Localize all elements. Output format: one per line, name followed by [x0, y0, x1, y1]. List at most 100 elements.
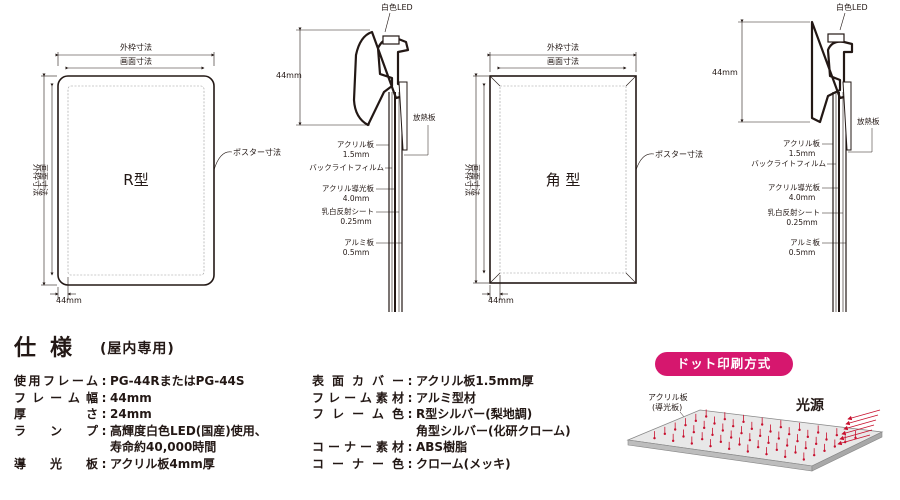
r-type-cross-section: 白色LED 44mm 放熱板 アクリル板 1.5mm バックライトフィルム アク…: [276, 2, 436, 312]
print-dot: [769, 430, 772, 433]
spec-row: 厚さ:24mm: [14, 406, 267, 423]
print-dot: [794, 451, 797, 454]
screen-size-label: 画面寸法: [120, 56, 152, 66]
spec-colon: :: [407, 374, 413, 388]
print-dot: [779, 425, 783, 429]
spec-value: アクリル板1.5mm厚: [416, 374, 534, 388]
print-dot: [777, 437, 781, 440]
print-dot: [671, 439, 675, 443]
print-dot: [731, 424, 735, 428]
spec-value: ABS樹脂: [416, 440, 468, 454]
print-dot: [692, 430, 696, 434]
r-frame-outline: [57, 75, 215, 286]
print-dot: [748, 438, 752, 442]
dot-acrylic-sub-label: (導光板): [652, 402, 682, 412]
print-dot: [682, 435, 685, 438]
screen-size-vertical-label: 画面寸法: [39, 164, 49, 196]
square-frame-outline: [489, 75, 637, 284]
reflector-label: 乳白反射シート: [768, 207, 821, 217]
outer-frame-label: 外枠寸法: [547, 42, 579, 52]
spec-colon: [404, 423, 416, 440]
r-screen-area: [67, 85, 205, 276]
spec-value: 高輝度白色LED(国産)使用、: [110, 423, 267, 438]
spec-colon: :: [101, 390, 107, 405]
screen-size-label: 画面寸法: [547, 56, 579, 66]
depth-label: 44mm: [276, 71, 302, 80]
print-dot: [663, 432, 667, 436]
spec-colon: :: [407, 390, 413, 405]
spec-colon: :: [101, 456, 107, 471]
print-dot: [835, 433, 839, 437]
print-dot: [742, 420, 745, 424]
print-dot: [702, 426, 706, 430]
print-dot: [719, 440, 723, 444]
reflector-thickness: 0.25mm: [340, 217, 371, 226]
print-dot: [758, 434, 762, 438]
light-guide-thickness: 4.0mm: [343, 194, 370, 203]
spec-colon: :: [101, 374, 107, 388]
print-dot: [814, 442, 818, 446]
spec-row: フレーム色:R型シルバー(梨地調): [312, 406, 571, 423]
print-dot: [653, 436, 656, 440]
spec-colon: :: [407, 456, 413, 471]
spec-key: 厚さ: [14, 407, 98, 421]
print-dot: [760, 423, 764, 426]
backlight-film-label: バックライトフィルム: [309, 163, 384, 172]
spec-row: コーナー色:クローム(メッキ): [312, 456, 571, 473]
print-dot: [738, 443, 741, 446]
light-ray: [839, 429, 873, 441]
print-dot: [746, 450, 750, 453]
print-dot: [740, 431, 743, 435]
acrylic-thickness: 1.5mm: [343, 150, 370, 159]
spec-colon: :: [407, 440, 413, 454]
light-guide-label: アクリル導光板: [768, 182, 821, 192]
print-dot: [756, 445, 760, 449]
print-dot: [709, 444, 712, 448]
spec-value: アルミ型材: [416, 390, 476, 405]
reflector-label: 乳白反射シート: [322, 206, 375, 216]
frame-width-label: 44mm: [56, 296, 82, 305]
print-dot: [787, 432, 791, 436]
spec-row: 寿命約40,000時間: [14, 439, 267, 456]
led-label: 白色LED: [381, 2, 413, 12]
spec-key: ランプ: [14, 423, 98, 438]
spec-row: フレーム幅:44mm: [14, 390, 267, 407]
print-dot: [796, 439, 799, 443]
print-dot: [729, 436, 733, 439]
square-type-cross-section: 白色LED 44mm 放熱板 アクリル板 1.5mm バックライトフィルム アク…: [712, 2, 880, 312]
print-dot: [711, 433, 714, 437]
light-rays: [837, 409, 881, 446]
spec-row: ランプ:高輝度白色LED(国産)使用、: [14, 423, 267, 440]
print-dot: [833, 445, 837, 448]
outer-frame-label: 外枠寸法: [120, 42, 152, 52]
spec-row: フレーム素材:アルミ型材: [312, 390, 571, 407]
print-dot: [704, 415, 708, 418]
print-dot: [783, 455, 787, 459]
light-guide-thickness: 4.0mm: [789, 193, 816, 202]
light-ray: [847, 409, 881, 421]
frame-width-label: 44mm: [488, 296, 514, 305]
light-ray: [837, 434, 871, 446]
spec-row: コーナー素材:ABS樹脂: [312, 439, 571, 456]
spec-key: コーナー色: [312, 456, 404, 471]
depth-label: 44mm: [712, 68, 738, 77]
spec-key: [14, 439, 98, 456]
print-dot: [713, 422, 716, 425]
aluminum-label: アルミ板: [790, 237, 820, 247]
print-dot: [823, 449, 826, 453]
print-dot: [854, 436, 857, 440]
spec-value: R型シルバー(梨地調): [416, 407, 533, 421]
spec-row: 表面カバー:アクリル板1.5mm厚: [312, 373, 571, 390]
light-ray: [841, 424, 875, 436]
dot-acrylic-label: アクリル板: [648, 392, 688, 402]
spec-row: 導光板:アクリル板4mm厚: [14, 456, 267, 473]
acrylic-label: アクリル板: [337, 139, 375, 149]
spec-value: 44mm: [110, 390, 152, 405]
print-dot: [750, 427, 754, 431]
reflector-thickness: 0.25mm: [786, 218, 817, 227]
light-ray: [843, 419, 877, 431]
spec-value: クローム(メッキ): [416, 456, 511, 471]
spec-value: 24mm: [110, 407, 152, 421]
outer-frame-vertical-label: 外枠寸法: [464, 164, 474, 196]
